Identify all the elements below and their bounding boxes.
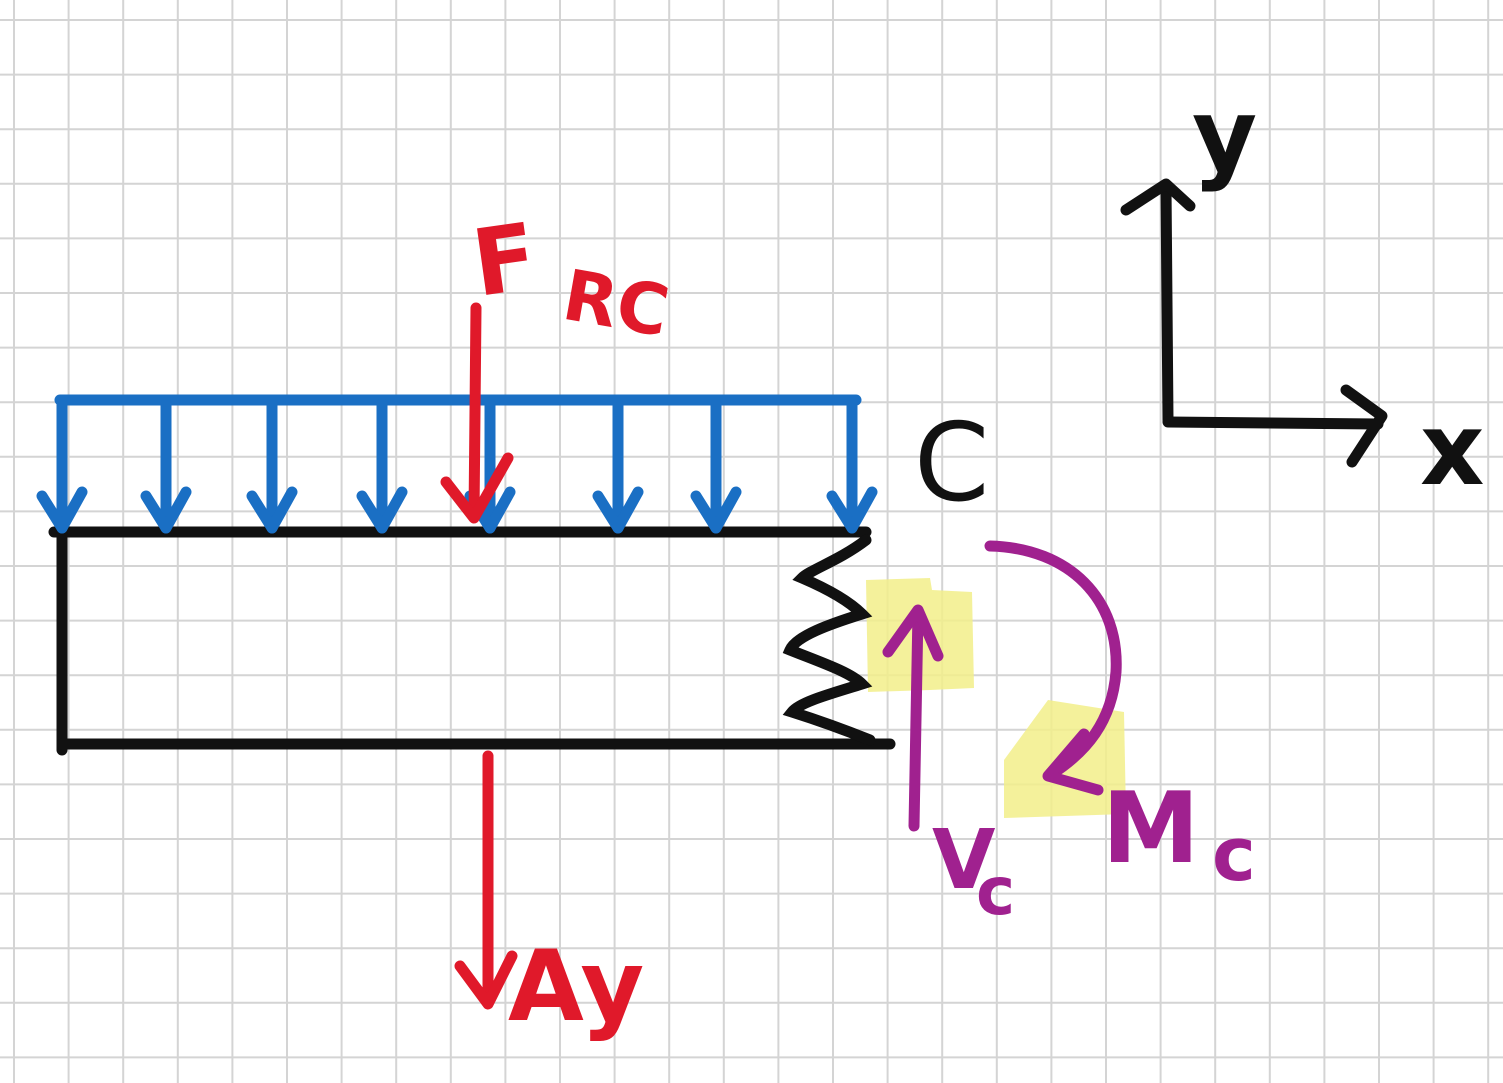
axis-x-label: x [1420, 391, 1485, 508]
distributed-load-arrow-head [592, 486, 644, 534]
cut-section-zigzag [782, 534, 876, 746]
distributed-load-arrow [826, 398, 878, 534]
shear-force-arrow [882, 604, 944, 832]
resultant-force-subscript: RC [557, 254, 675, 353]
distributed-load [36, 394, 878, 534]
moment-head [1042, 728, 1104, 796]
shear-force-subscript: c [976, 853, 1015, 930]
distributed-load-arrow [592, 398, 644, 534]
moment-arrow [984, 540, 1122, 796]
distributed-load-arrow [690, 398, 742, 534]
axis-y-label: y [1192, 77, 1257, 194]
section-point-label: C [914, 401, 989, 526]
axis-x-head [1340, 384, 1388, 468]
distributed-load-arrow-head [690, 486, 742, 534]
axis-y-head [1120, 178, 1196, 216]
shear-force-label: V [932, 813, 996, 908]
distributed-load-arrow-head [36, 486, 88, 534]
distributed-load-arrow-head [826, 486, 878, 534]
moment-label: M [1102, 772, 1200, 886]
distributed-load-arrow [140, 398, 192, 534]
resultant-force-arrow [440, 302, 514, 524]
coordinate-axes [1120, 178, 1388, 468]
shear-force-shaft [908, 606, 924, 832]
distributed-load-arrow-head [246, 486, 298, 534]
distributed-load-arrow-head [356, 486, 408, 534]
moment-curve [984, 540, 1122, 780]
moment-subscript: c [1212, 812, 1256, 898]
resultant-force-head [440, 452, 514, 524]
distributed-load-arrow [356, 398, 408, 534]
axis-y-line [1160, 182, 1174, 426]
support-reaction-head [454, 950, 518, 1010]
resultant-force-label: F [466, 203, 543, 318]
support-reaction-label: Ay [508, 930, 644, 1044]
beam [48, 526, 896, 756]
distributed-load-arrow-head [140, 486, 192, 534]
axis-x-line [1162, 416, 1384, 430]
distributed-load-arrow [36, 398, 88, 534]
support-reaction-arrow [454, 750, 518, 1010]
distributed-load-arrow [246, 398, 298, 534]
resultant-force-shaft [468, 302, 482, 522]
shear-force-head [882, 604, 944, 662]
